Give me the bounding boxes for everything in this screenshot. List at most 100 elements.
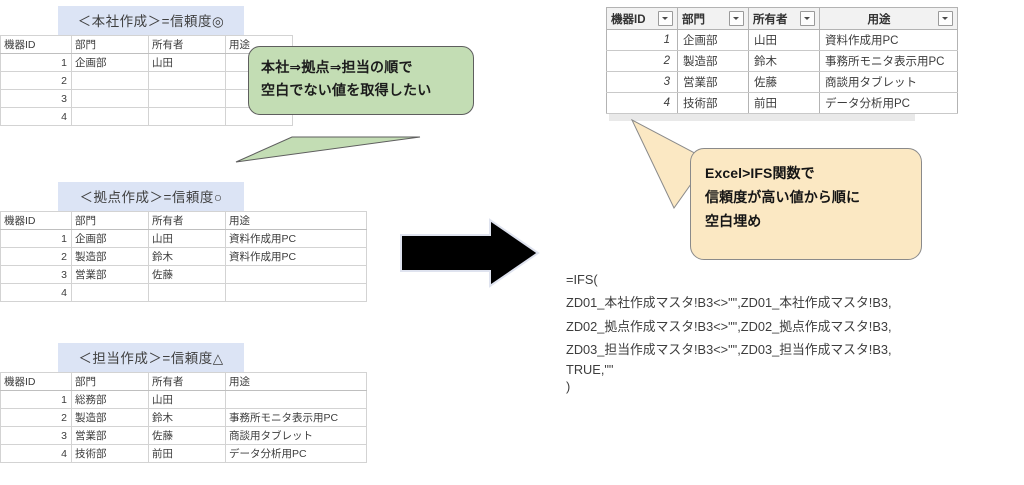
filter-dropdown-icon[interactable] bbox=[729, 11, 744, 26]
filter-dropdown-icon[interactable] bbox=[800, 11, 815, 26]
callout-solution-line2: 信頼度が高い値から順に bbox=[705, 189, 861, 206]
cell: 3 bbox=[0, 426, 72, 445]
header-cell: 部門 bbox=[71, 35, 149, 54]
cell: 資料作成用PC bbox=[225, 247, 367, 266]
header-cell: 機器ID bbox=[0, 372, 72, 391]
table-header-row: 機器ID 部門 所有者 用途 bbox=[0, 372, 367, 391]
callout-solution-line3: 空白埋め bbox=[705, 213, 762, 230]
cell: 2 bbox=[0, 408, 72, 427]
cell: 商談用タブレット bbox=[819, 71, 958, 93]
cell: 企画部 bbox=[71, 229, 149, 248]
header-label: 所有者 bbox=[753, 13, 788, 26]
cell: 技術部 bbox=[677, 92, 749, 114]
table-row: 1 企画部 山田 bbox=[0, 53, 293, 72]
table-row: 1 企画部 山田 資料作成用PC bbox=[0, 229, 367, 248]
cell: 鈴木 bbox=[148, 408, 226, 427]
formula-text: =IFS( ZD01_本社作成マスタ!B3<>"",ZD01_本社作成マスタ!B… bbox=[566, 268, 1018, 396]
table-row: 1 総務部 山田 bbox=[0, 390, 367, 409]
cell: 事務所モニタ表示用PC bbox=[819, 50, 958, 72]
source-table-block-2: ＜拠点作成＞=信頼度○ 機器ID 部門 所有者 用途 1 企画部 山田 資料作成… bbox=[0, 182, 367, 302]
table-header-row: 機器ID 部門 所有者 用途 bbox=[0, 211, 367, 230]
process-arrow-icon bbox=[400, 218, 540, 288]
formula-line-4: ZD03_担当作成マスタ!B3<>"",ZD03_担当作成マスタ!B3, bbox=[566, 341, 892, 357]
cell: 4 bbox=[0, 444, 72, 463]
cell: 製造部 bbox=[71, 408, 149, 427]
cell: 1 bbox=[0, 390, 72, 409]
green-callout-tail bbox=[235, 136, 421, 163]
header-label: 部門 bbox=[682, 13, 705, 26]
formula-line-1: =IFS( bbox=[566, 272, 598, 287]
cell: 1 bbox=[0, 53, 72, 72]
formula-line-2: ZD01_本社作成マスタ!B3<>"",ZD01_本社作成マスタ!B3, bbox=[566, 295, 892, 311]
result-table: 機器ID 部門 所有者 bbox=[606, 7, 958, 114]
source-table-title-2: ＜拠点作成＞=信頼度○ bbox=[58, 182, 244, 211]
cell bbox=[225, 390, 367, 409]
cell bbox=[225, 265, 367, 284]
cell: 4 bbox=[0, 283, 72, 302]
cell bbox=[225, 283, 367, 302]
table-row: 2 製造部 鈴木 事務所モニタ表示用PC bbox=[0, 408, 367, 427]
cell bbox=[71, 71, 149, 90]
header-cell-device-id: 機器ID bbox=[606, 7, 678, 30]
cell: 鈴木 bbox=[748, 50, 820, 72]
result-table-block: 機器ID 部門 所有者 bbox=[606, 7, 958, 114]
cell: 1 bbox=[0, 229, 72, 248]
filter-dropdown-icon[interactable] bbox=[938, 11, 953, 26]
header-cell: 用途 bbox=[225, 372, 367, 391]
table-row: 4 bbox=[0, 107, 293, 126]
cell bbox=[148, 89, 226, 108]
cell: 佐藤 bbox=[748, 71, 820, 93]
cell: 事務所モニタ表示用PC bbox=[225, 408, 367, 427]
callout-requirement-line2: 空白でない値を取得したい bbox=[261, 81, 432, 98]
source-table-2: 機器ID 部門 所有者 用途 1 企画部 山田 資料作成用PC 2 製造部 鈴木… bbox=[0, 211, 367, 302]
header-cell: 所有者 bbox=[148, 372, 226, 391]
cell: 製造部 bbox=[677, 50, 749, 72]
cell: 商談用タブレット bbox=[225, 426, 367, 445]
table-row: 4 技術部 前田 データ分析用PC bbox=[0, 444, 367, 463]
header-cell: 用途 bbox=[225, 211, 367, 230]
table-row: 4 技術部 前田 データ分析用PC bbox=[606, 92, 958, 114]
table-row: 1 企画部 山田 資料作成用PC bbox=[606, 29, 958, 51]
cell bbox=[71, 107, 149, 126]
callout-solution-line1: Excel>IFS関数で bbox=[705, 165, 815, 181]
header-cell: 機器ID bbox=[0, 35, 72, 54]
header-cell: 機器ID bbox=[0, 211, 72, 230]
filter-dropdown-icon[interactable] bbox=[658, 11, 673, 26]
cell: 1 bbox=[606, 29, 678, 51]
cell: 総務部 bbox=[71, 390, 149, 409]
cell: 3 bbox=[0, 265, 72, 284]
cell: 資料作成用PC bbox=[819, 29, 958, 51]
cell: 営業部 bbox=[71, 265, 149, 284]
cell: 3 bbox=[0, 89, 72, 108]
cell: 企画部 bbox=[677, 29, 749, 51]
callout-requirement-line1: 本社⇒拠点⇒担当の順で bbox=[261, 59, 413, 75]
cell bbox=[71, 283, 149, 302]
header-label: 用途 bbox=[867, 13, 891, 26]
table-row: 4 bbox=[0, 283, 367, 302]
table-header-row: 機器ID 部門 所有者 bbox=[606, 7, 958, 30]
cell: 2 bbox=[0, 247, 72, 266]
cell: 山田 bbox=[148, 229, 226, 248]
source-table-title-1: ＜本社作成＞=信頼度◎ bbox=[58, 6, 244, 35]
cell: 4 bbox=[606, 92, 678, 114]
table-row: 3 営業部 佐藤 商談用タブレット bbox=[0, 426, 367, 445]
cell: 製造部 bbox=[71, 247, 149, 266]
cell bbox=[148, 71, 226, 90]
cell bbox=[71, 89, 149, 108]
cell: 2 bbox=[606, 50, 678, 72]
header-cell: 所有者 bbox=[148, 211, 226, 230]
header-cell-owner: 所有者 bbox=[748, 7, 820, 30]
cell: 3 bbox=[606, 71, 678, 93]
cell: 山田 bbox=[148, 390, 226, 409]
formula-line-6: ) bbox=[566, 379, 571, 395]
cell: 山田 bbox=[148, 53, 226, 72]
cell: 企画部 bbox=[71, 53, 149, 72]
table-row: 2 製造部 鈴木 資料作成用PC bbox=[0, 247, 367, 266]
cell: 鈴木 bbox=[148, 247, 226, 266]
header-cell: 所有者 bbox=[148, 35, 226, 54]
cell: 山田 bbox=[748, 29, 820, 51]
cell: 4 bbox=[0, 107, 72, 126]
cell: 営業部 bbox=[677, 71, 749, 93]
formula-line-3: ZD02_拠点作成マスタ!B3<>"",ZD02_拠点作成マスタ!B3, bbox=[566, 318, 892, 334]
